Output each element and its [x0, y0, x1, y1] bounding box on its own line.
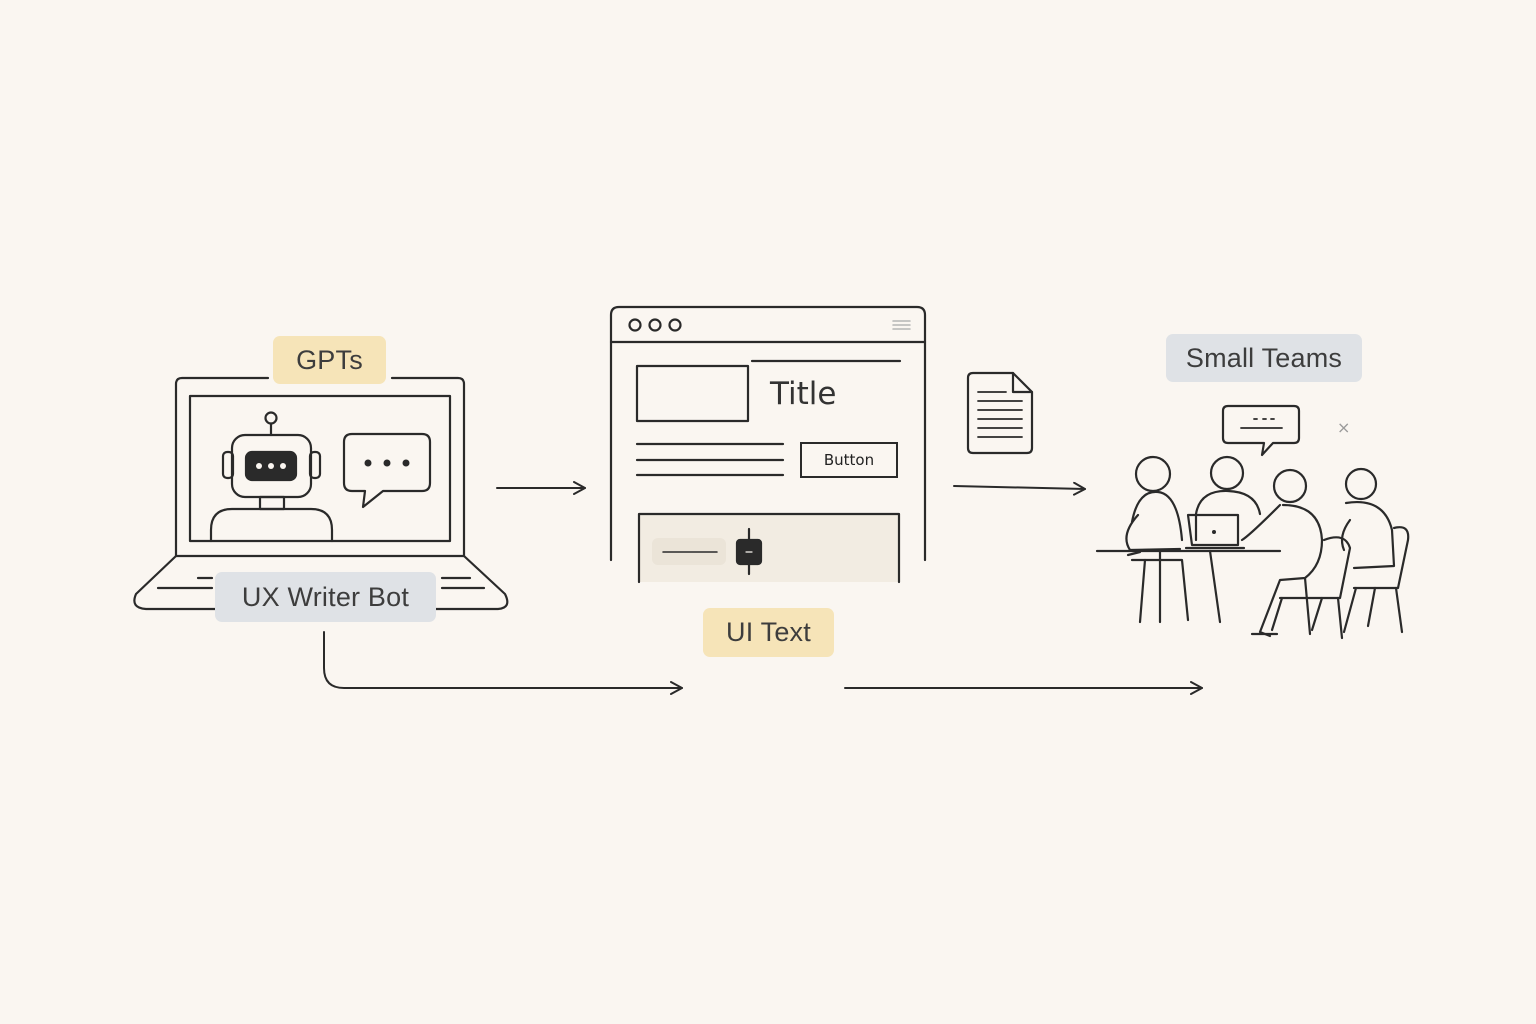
mockup-button: Button	[800, 442, 898, 478]
arrow-ui-to-teams	[953, 481, 1086, 496]
speech-bubble-icon	[342, 432, 432, 509]
arrow-bot-bottom-path	[323, 631, 683, 695]
mockup-title: Title	[770, 376, 837, 412]
laptop-icon	[133, 376, 509, 611]
gpts-label: GPTs	[273, 336, 386, 384]
document-icon	[966, 371, 1034, 455]
ui-text-label: UI Text	[703, 608, 834, 657]
browser-window-icon	[609, 305, 927, 584]
flow-arrows	[323, 481, 1203, 695]
team-chat-bubble	[1221, 404, 1301, 457]
team-meeting-icon	[1095, 404, 1410, 640]
small-teams-label: Small Teams	[1166, 334, 1362, 382]
robot-icon	[209, 411, 334, 543]
close-icon: ×	[1337, 418, 1351, 437]
ux-writer-bot-label: UX Writer Bot	[215, 572, 436, 622]
